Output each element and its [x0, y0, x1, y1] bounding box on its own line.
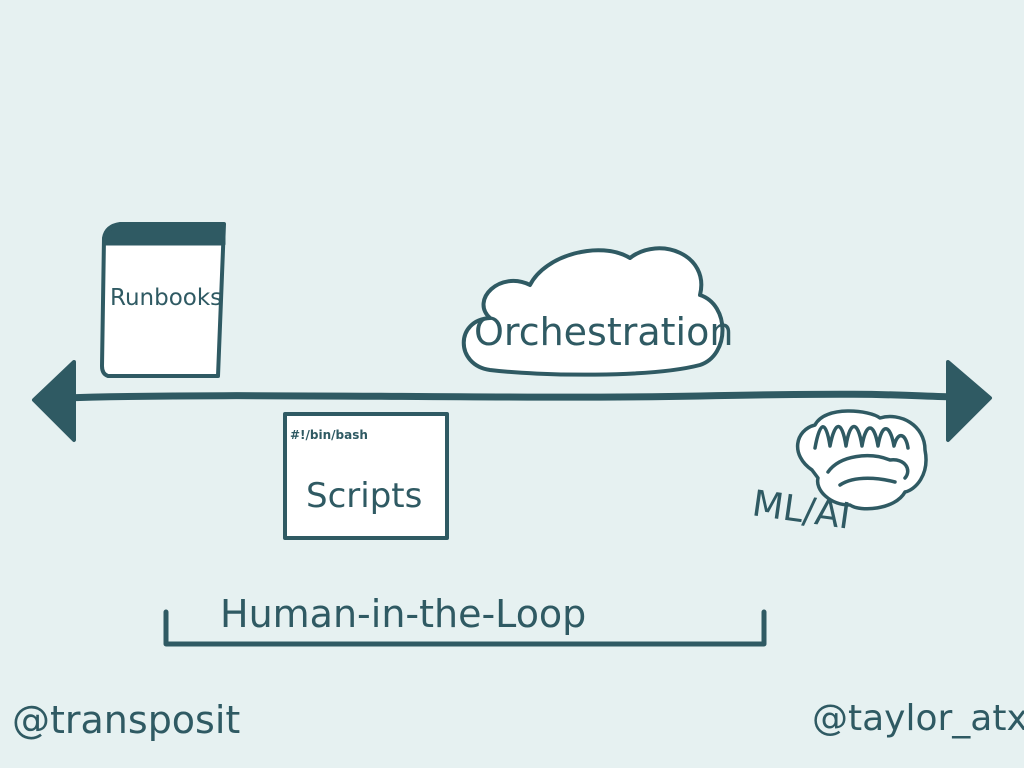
- credit-taylor: @taylor_atx: [812, 698, 1024, 739]
- brain-icon: [795, 409, 928, 511]
- left-arrowhead: [32, 360, 76, 442]
- human-in-the-loop-label: Human-in-the-Loop: [220, 592, 587, 636]
- orchestration-cloud: [461, 246, 725, 377]
- shebang-label: #!/bin/bash: [290, 428, 368, 442]
- scripts-label: Scripts: [306, 476, 423, 516]
- human-in-the-loop-bracket: [163, 609, 767, 647]
- right-arrowhead: [946, 360, 992, 442]
- orchestration-label: Orchestration: [474, 310, 734, 354]
- credit-transposit: @transposit: [12, 698, 241, 742]
- spectrum-axis-line: [56, 390, 964, 402]
- scripts-box: [283, 412, 449, 540]
- runbook-book-icon: [100, 222, 226, 378]
- runbooks-label: Runbooks: [110, 285, 223, 311]
